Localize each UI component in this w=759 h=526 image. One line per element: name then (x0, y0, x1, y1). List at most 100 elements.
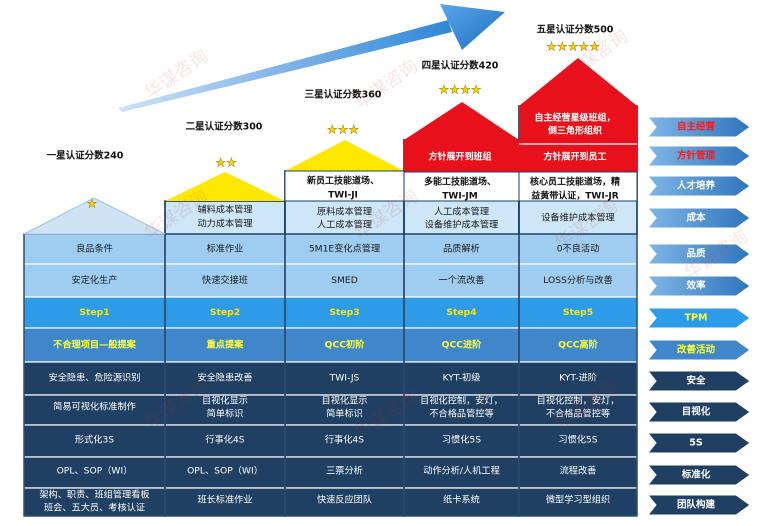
grid-cell (518, 361, 638, 396)
cell-text: 流程改善 (560, 465, 597, 477)
cell-text: Step2 (210, 307, 240, 318)
cell-text: Step1 (79, 307, 109, 318)
right-label-arrow (646, 207, 751, 229)
grid-cell (284, 456, 405, 489)
cell-text: 简单标识 (207, 408, 244, 420)
cell-text: 形式化3S (75, 434, 114, 446)
right-label-text: TPM (685, 313, 708, 324)
roof-text: 益黄带认证，TWI-JR (531, 190, 618, 202)
right-label-arrow (646, 307, 751, 329)
cell-text: 设备维护成本管理 (425, 219, 499, 231)
cell-text: KYT-进阶 (559, 372, 597, 384)
roof-text: TWI-JI (328, 191, 358, 201)
cell-text: Step3 (329, 307, 359, 318)
star-rating: ★★★★ (438, 83, 481, 97)
level-title: 五星认证分数500 (537, 24, 614, 36)
cell-text: 动力成本管理 (197, 218, 252, 230)
cell-text: LOSS分析与改善 (543, 274, 613, 286)
white-banner (518, 171, 638, 202)
grid-cell (164, 361, 286, 396)
grid-cell (23, 263, 166, 298)
level-title: 一星认证分数240 (47, 150, 124, 162)
right-label-arrow (646, 432, 751, 454)
star-rating: ★ (87, 197, 98, 211)
cell-text: 目视化显示 (322, 395, 368, 407)
cell-text: 品质解析 (443, 243, 480, 255)
staircase-grid (23, 105, 638, 517)
cell-text: 设备维护成本管理 (541, 212, 615, 224)
cell-text: 良品条件 (76, 243, 113, 255)
right-label-text: 标准化 (681, 469, 711, 481)
grid-cell (403, 263, 520, 298)
cell-text: 安定化生产 (72, 274, 118, 286)
cell-text: OPL、SOP（WI） (57, 466, 133, 477)
roof-text: 多能工技能道场、 (424, 176, 496, 188)
cell-text: 安全隐患、危险源识别 (49, 372, 141, 384)
star-rating: ★★★ (327, 123, 359, 137)
right-label-text: 效率 (686, 280, 706, 292)
cell-text: SMED (331, 275, 358, 286)
grid-cell (403, 424, 520, 458)
white-banner (284, 170, 405, 202)
grid-cell (518, 487, 638, 517)
cell-text: 不合理项目—般提案 (53, 339, 136, 351)
level-title: 三星认证分数360 (305, 89, 382, 101)
right-label-text: 成本 (686, 212, 706, 224)
roof-1 (23, 197, 166, 235)
roof-4 (404, 102, 519, 140)
roof-text: 新员工技能道场、 (307, 175, 379, 187)
roof-5 (519, 58, 637, 106)
cell-text: QCC初阶 (325, 339, 365, 351)
right-label-text: 自主经营 (677, 121, 716, 133)
cell-text: TWI-JS (329, 373, 360, 384)
cell-text: 安全隐患改善 (197, 372, 252, 384)
cell-text: 目视化控制，安灯， (537, 395, 620, 407)
roof-3 (285, 140, 404, 171)
cell-text: 微型学习型组织 (546, 494, 610, 506)
cell-text: 0不良活动 (557, 243, 600, 255)
cell-text: Step5 (563, 307, 593, 318)
cell-text: OPL、SOP（WI） (187, 466, 263, 477)
star-rating: ★★ (215, 156, 237, 170)
grid-cell (164, 263, 286, 298)
cell-text: 标准作业 (207, 243, 244, 255)
level-title: 二星认证分数300 (186, 121, 263, 133)
cell-text: KYT-初级 (443, 372, 481, 384)
right-label-text: 安全 (686, 375, 706, 387)
roof-text: 方针展开到员工 (543, 151, 606, 163)
cell-text: 三票分析 (326, 465, 363, 477)
cell-text: 简易可视化标准制作 (53, 401, 136, 413)
cell-text: 重点提案 (207, 339, 245, 351)
right-label-arrow (646, 275, 751, 297)
right-label-text: 品质 (686, 248, 706, 260)
cell-text: 原料成本管理 (317, 206, 372, 218)
right-label-text: 人才培养 (677, 180, 716, 192)
right-label-text: 方针管理 (677, 150, 716, 162)
grid-cell (518, 424, 638, 458)
cell-text: 习惯化5S (558, 434, 597, 446)
level-title: 四星认证分数420 (422, 60, 499, 72)
right-label-text: 目视化 (682, 406, 711, 418)
roof-layer (23, 58, 638, 235)
cell-text: 人工成本管理 (434, 206, 489, 218)
grid-cell (284, 361, 405, 396)
cell-text: 5M1E变化点管理 (309, 243, 380, 255)
roof-2 (165, 172, 285, 201)
cell-text: 目视化控制，安灯， (420, 395, 503, 407)
growth-arrow (118, 4, 505, 112)
right-label-arrow (646, 401, 751, 423)
grid-cell (23, 424, 166, 458)
right-label-arrow (646, 370, 751, 392)
cell-text: 班长标准作业 (197, 494, 252, 506)
cell-text: 一个流改善 (439, 274, 485, 286)
cell-text: 架构、职责、班组管理看板 (39, 489, 149, 501)
red-banner (519, 106, 637, 172)
roof-text: 自主经营星级班组， (534, 112, 615, 124)
cell-text: 不合格品管控等 (429, 408, 493, 420)
cell-text: QCC进阶 (442, 339, 482, 351)
cell-text: Step4 (446, 307, 476, 318)
right-label-arrow (646, 145, 751, 167)
cell-text: 习惯化5S (442, 434, 481, 446)
